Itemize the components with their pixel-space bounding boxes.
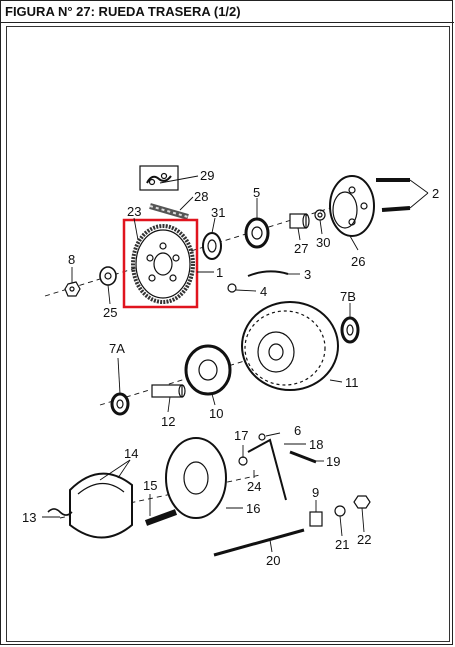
label-27: 27 [294, 241, 308, 256]
part-26-hub [329, 175, 375, 237]
part-22-nut [353, 495, 371, 509]
figure-title: FIGURA N° 27: RUEDA TRASERA (1/2) [5, 4, 241, 19]
label-29: 29 [200, 168, 214, 183]
part-30-washer [314, 209, 326, 221]
title-bar: FIGURA N° 27: RUEDA TRASERA (1/2) [1, 1, 454, 23]
part-8-nut [64, 281, 81, 297]
label-10: 10 [209, 406, 223, 421]
part-6-pin [258, 433, 266, 441]
part-21-washer [334, 505, 346, 517]
label-24: 24 [247, 479, 261, 494]
label-7a: 7A [109, 341, 125, 356]
part-15-cam [144, 509, 178, 526]
part-16-brake-panel [165, 437, 227, 519]
label-17: 17 [234, 428, 248, 443]
part-7a-bearing [110, 392, 130, 416]
highlight-box [122, 218, 199, 309]
label-26: 26 [351, 254, 365, 269]
part-1-sprocket [131, 224, 195, 304]
label-8: 8 [68, 252, 75, 267]
label-15: 15 [143, 478, 157, 493]
label-3: 3 [304, 267, 311, 282]
part-10-damper [184, 344, 232, 396]
part-28-chain [149, 203, 189, 220]
label-16: 16 [246, 501, 260, 516]
label-12: 12 [161, 414, 175, 429]
part-9-spacer [309, 511, 323, 527]
label-25: 25 [103, 305, 117, 320]
label-23: 23 [127, 204, 141, 219]
label-7b: 7B [340, 289, 356, 304]
part-14-brake-shoes [69, 472, 133, 539]
part-27-spacer [289, 213, 310, 229]
part-labels: 29 28 31 23 1 5 27 30 26 2 8 25 3 4 7B 1… [22, 168, 439, 568]
part-12-spacer [151, 384, 186, 398]
part-5-bearing [244, 217, 270, 249]
label-20: 20 [266, 553, 280, 568]
part-29-clip [139, 165, 179, 191]
label-4: 4 [260, 284, 267, 299]
part-17-washer [238, 456, 248, 466]
part-20-axle [213, 528, 305, 557]
part-25-collar [99, 266, 117, 286]
label-28: 28 [194, 189, 208, 204]
part-11-wheel-hub [241, 301, 339, 391]
label-2: 2 [432, 186, 439, 201]
part-7b-bearing [340, 316, 360, 344]
leader-lines [42, 175, 429, 553]
label-14: 14 [124, 446, 138, 461]
label-19: 19 [326, 454, 340, 469]
label-11: 11 [345, 375, 359, 390]
label-5: 5 [253, 185, 260, 200]
part-13-spring [47, 508, 73, 516]
part-3-lockplate [247, 270, 289, 277]
label-30: 30 [316, 235, 330, 250]
part-24-brake-arm [247, 438, 287, 501]
label-9: 9 [312, 485, 319, 500]
label-18: 18 [309, 437, 323, 452]
assembly-axis-lower [59, 474, 261, 519]
label-22: 22 [357, 532, 371, 547]
part-2-bolts [376, 178, 411, 212]
assembly-axis-upper [44, 204, 341, 297]
label-13: 13 [22, 510, 36, 525]
label-21: 21 [335, 537, 349, 552]
part-4-bolt [227, 283, 237, 293]
part-19-bolt [289, 450, 317, 464]
diagram-panel [6, 26, 450, 642]
label-6: 6 [294, 423, 301, 438]
label-1: 1 [216, 265, 223, 280]
part-31-bearing [202, 232, 222, 260]
label-31: 31 [211, 205, 225, 220]
